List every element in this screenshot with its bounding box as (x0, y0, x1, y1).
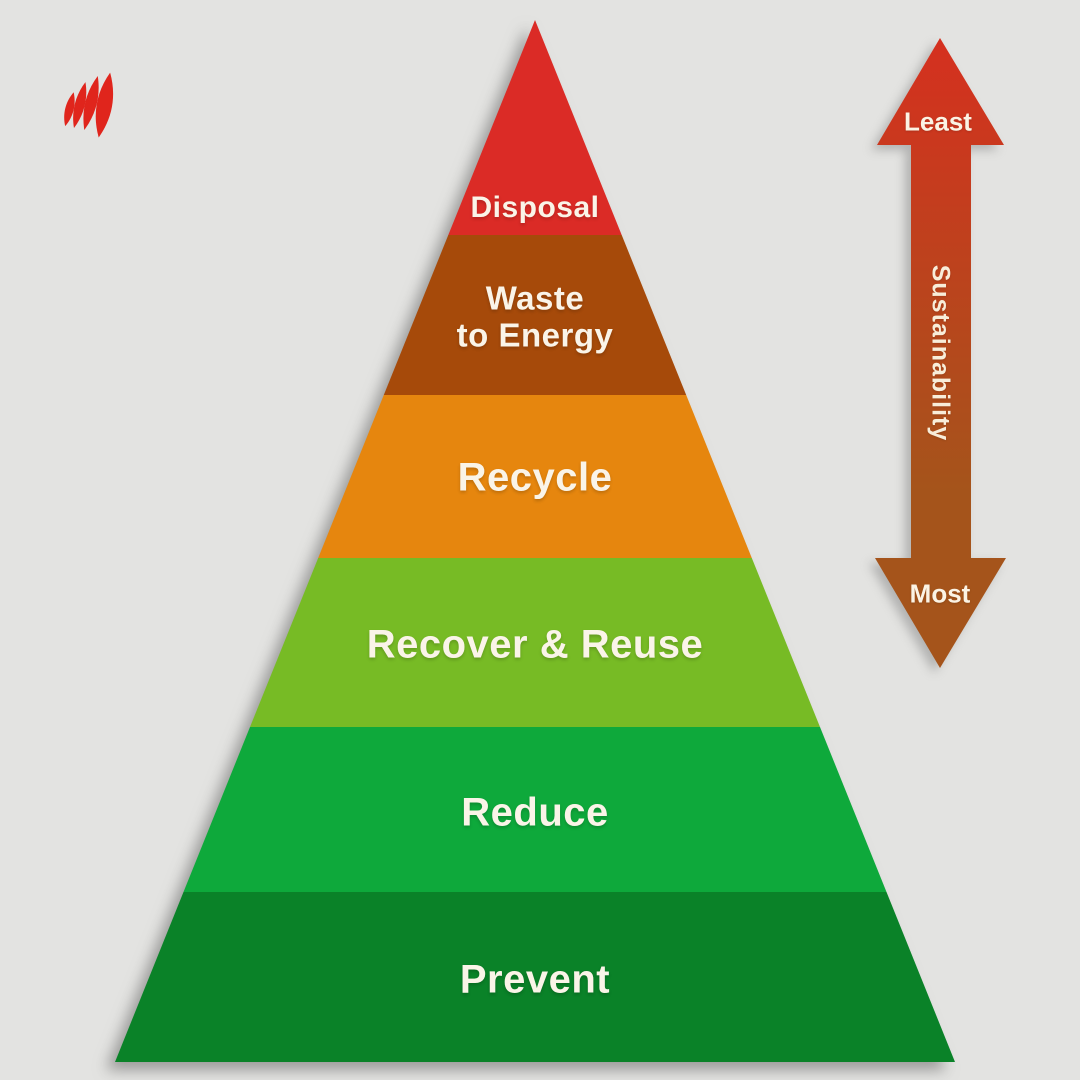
label-reduce: Reduce (461, 790, 609, 835)
label-recycle: Recycle (457, 455, 613, 500)
sbs-logo (64, 72, 114, 138)
arrow-label-least: Least (904, 106, 972, 137)
pyramid-level-recycle (318, 395, 752, 558)
double-arrow-icon (875, 38, 1006, 668)
arrow-label-sustainability: Sustainability (926, 264, 955, 442)
label-recover-reuse: Recover & Reuse (366, 622, 704, 667)
sbs-logo-icon (64, 72, 114, 138)
label-prevent: Prevent (459, 957, 611, 1002)
sustainability-arrow (875, 38, 1006, 668)
label-disposal: Disposal (470, 191, 600, 225)
pyramid-level-reduce (183, 727, 887, 892)
pyramid-level-prevent (115, 892, 955, 1062)
label-waste-to-energy: Waste to Energy (456, 279, 614, 354)
pyramid-level-waste-to-energy (383, 235, 687, 395)
pyramid-level-disposal (448, 20, 622, 235)
pyramid-level-recover-reuse (250, 558, 820, 727)
arrow-label-most: Most (909, 578, 971, 609)
